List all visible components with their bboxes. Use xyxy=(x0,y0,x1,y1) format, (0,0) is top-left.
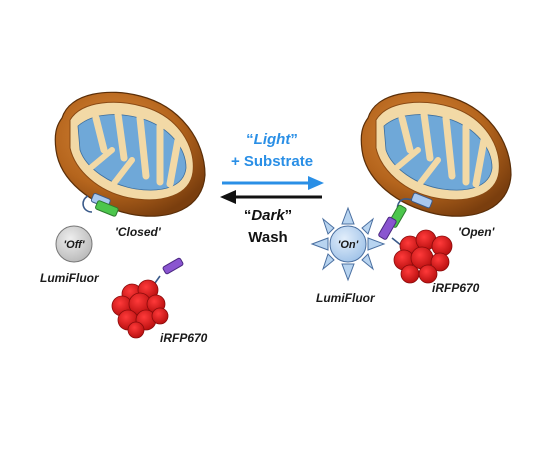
irfp670-left xyxy=(111,257,184,339)
on-state-label: 'On' xyxy=(338,239,359,251)
substrate-label: + Substrate xyxy=(231,153,313,170)
lumifluor-left-label: LumiFluor xyxy=(40,271,100,285)
irfp670-right-label: iRFP670 xyxy=(432,281,480,295)
dark-label: “Dark” xyxy=(244,207,292,224)
lumifluor-off: 'Off' xyxy=(55,225,93,263)
closed-linker xyxy=(82,193,119,217)
reverse-arrow xyxy=(220,190,322,204)
closed-label: 'Closed' xyxy=(115,225,162,239)
mitochondrion-right xyxy=(360,91,512,217)
irfp670-right xyxy=(393,229,453,284)
lumifluor-right-label: LumiFluor xyxy=(316,291,376,305)
open-label: 'Open' xyxy=(458,225,496,239)
off-state-label: 'Off' xyxy=(64,239,85,251)
lumifluor-on: 'On' xyxy=(310,206,386,282)
mitochondrion-left xyxy=(54,91,206,217)
irfp670-left-label: iRFP670 xyxy=(160,331,208,345)
open-linker xyxy=(378,192,433,247)
forward-arrow xyxy=(222,176,324,190)
wash-label: Wash xyxy=(248,229,287,246)
light-label: “Light” xyxy=(246,131,298,148)
